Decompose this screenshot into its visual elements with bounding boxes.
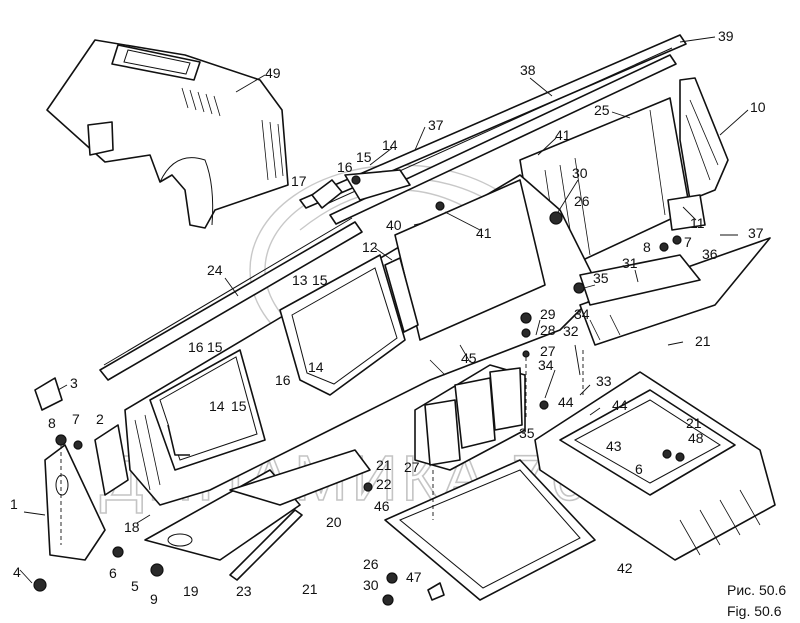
caption-ru: Рис. 50.6 bbox=[727, 582, 786, 598]
label-23: 23 bbox=[236, 583, 252, 599]
part-49-console-cover bbox=[46, 39, 289, 229]
part-17-bracket bbox=[311, 169, 411, 209]
label-41-top: 41 bbox=[555, 127, 571, 143]
label-7-left: 7 bbox=[72, 411, 80, 427]
label-29: 29 bbox=[540, 306, 556, 322]
label-36: 36 bbox=[702, 246, 718, 262]
label-47: 47 bbox=[406, 569, 422, 585]
label-27-top: 27 bbox=[540, 343, 556, 359]
label-26-top: 26 bbox=[574, 193, 590, 209]
part-24-trim-strip bbox=[99, 217, 363, 381]
part-38-39-rails bbox=[299, 34, 687, 225]
label-8-left: 8 bbox=[48, 415, 56, 431]
label-16-top: 16 bbox=[337, 159, 353, 175]
label-14-mid: 14 bbox=[308, 359, 324, 375]
label-30-low: 30 bbox=[363, 577, 379, 593]
label-35-mid: 35 bbox=[519, 425, 535, 441]
part-46-tray bbox=[384, 459, 596, 601]
label-49: 49 bbox=[265, 65, 281, 81]
label-15-left: 15 bbox=[207, 339, 223, 355]
fasteners bbox=[33, 175, 685, 606]
label-40: 40 bbox=[386, 217, 402, 233]
label-8-top: 8 bbox=[643, 239, 651, 255]
part-45-box bbox=[414, 364, 526, 471]
label-6-box: 6 bbox=[635, 461, 643, 477]
label-48: 48 bbox=[688, 430, 704, 446]
label-30-top: 30 bbox=[572, 165, 588, 181]
label-38: 38 bbox=[520, 62, 536, 78]
label-10: 10 bbox=[750, 99, 766, 115]
label-41-mid: 41 bbox=[476, 225, 492, 241]
label-33: 33 bbox=[596, 373, 612, 389]
label-5: 5 bbox=[131, 578, 139, 594]
label-13: 13 bbox=[292, 272, 308, 288]
label-15-low: 15 bbox=[231, 398, 247, 414]
label-6-low: 6 bbox=[109, 565, 117, 581]
figure-caption: Рис. 50.6 Fig. 50.6 bbox=[727, 582, 786, 619]
label-4: 4 bbox=[13, 564, 21, 580]
label-9: 9 bbox=[150, 591, 158, 607]
part-10-side-panel bbox=[667, 77, 729, 231]
label-46: 46 bbox=[374, 498, 390, 514]
label-3: 3 bbox=[70, 375, 78, 391]
label-32: 32 bbox=[563, 323, 579, 339]
label-37-top: 37 bbox=[428, 117, 444, 133]
label-19: 19 bbox=[183, 583, 199, 599]
label-43: 43 bbox=[606, 438, 622, 454]
label-39: 39 bbox=[718, 28, 734, 44]
part-19-20-23-brackets bbox=[144, 449, 371, 581]
part-1-2-side-parts bbox=[34, 377, 129, 561]
label-45: 45 bbox=[461, 350, 477, 366]
label-44-right: 44 bbox=[612, 397, 628, 413]
label-28: 28 bbox=[540, 322, 556, 338]
label-15-mid: 15 bbox=[312, 272, 328, 288]
part-12-dashboard-body bbox=[124, 174, 601, 506]
label-16-low: 16 bbox=[275, 372, 291, 388]
part-labels: 49 39 38 37 10 25 41 14 15 16 17 30 26 4… bbox=[10, 28, 766, 607]
label-34-mid: 34 bbox=[538, 357, 554, 373]
label-2: 2 bbox=[96, 411, 104, 427]
label-16-mid: 16 bbox=[188, 339, 204, 355]
part-36-shelf bbox=[579, 237, 771, 346]
label-15-top: 15 bbox=[356, 149, 372, 165]
label-11: 11 bbox=[690, 215, 705, 231]
label-25: 25 bbox=[594, 102, 610, 118]
label-44-left: 44 bbox=[558, 394, 574, 410]
caption-en: Fig. 50.6 bbox=[727, 603, 782, 619]
label-35-right: 35 bbox=[593, 270, 609, 286]
label-12: 12 bbox=[362, 239, 378, 255]
label-24: 24 bbox=[207, 262, 223, 278]
label-31: 31 bbox=[622, 255, 638, 271]
label-37-right: 37 bbox=[748, 225, 764, 241]
label-21-box: 21 bbox=[686, 415, 702, 431]
label-22: 22 bbox=[376, 476, 392, 492]
label-18: 18 bbox=[124, 519, 140, 535]
label-21-low: 21 bbox=[302, 581, 318, 597]
label-20: 20 bbox=[326, 514, 342, 530]
label-7-top: 7 bbox=[684, 234, 692, 250]
label-21-mid: 21 bbox=[376, 457, 392, 473]
label-34-right: 34 bbox=[574, 306, 590, 322]
part-42-lower-box bbox=[534, 371, 776, 561]
label-42: 42 bbox=[617, 560, 633, 576]
label-26-low: 26 bbox=[363, 556, 379, 572]
leader-lines bbox=[19, 36, 749, 584]
label-1: 1 bbox=[10, 496, 18, 512]
label-17: 17 bbox=[291, 173, 307, 189]
label-27-mid: 27 bbox=[404, 459, 420, 475]
label-14-low: 14 bbox=[209, 398, 225, 414]
label-14-top: 14 bbox=[382, 137, 398, 153]
label-21-right: 21 bbox=[695, 333, 711, 349]
